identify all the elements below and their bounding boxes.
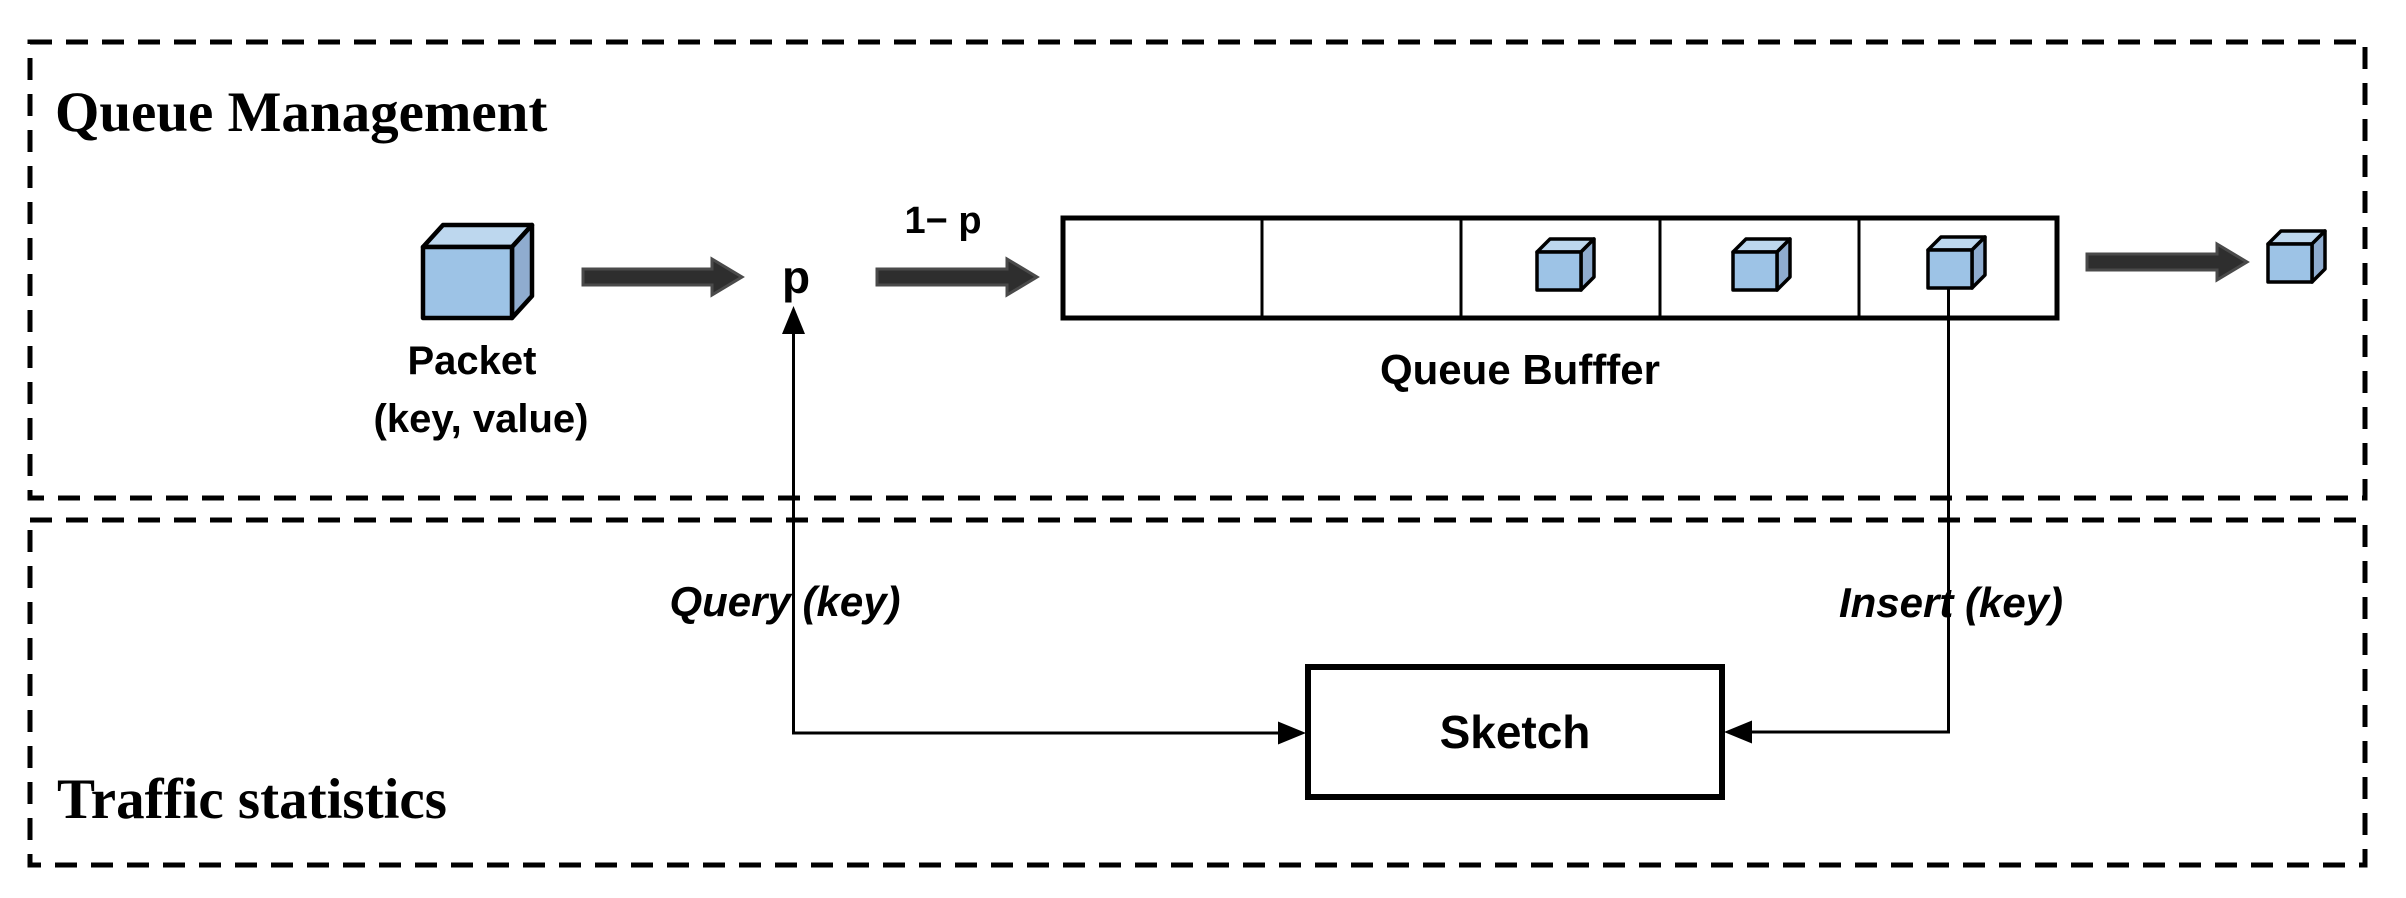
- packet-sublabel: (key, value): [374, 397, 589, 441]
- queue-management-box: [27, 39, 2368, 501]
- arrowhead-right-icon: [1278, 721, 1306, 745]
- cube-front-face: [1535, 250, 1583, 292]
- p-probability-label: p: [782, 251, 810, 303]
- insert-connector: [1724, 288, 1950, 744]
- buffered-packet-cube-icon: [1926, 235, 1987, 290]
- buffered-packet-cube-icon: [1731, 237, 1792, 292]
- buffered-packet-cube-icon: [1535, 237, 1596, 292]
- cube-front-face: [1731, 250, 1779, 292]
- sketch-box: [1305, 664, 1725, 800]
- cube-front-face: [1926, 248, 1974, 290]
- packet-cube-icon: [420, 222, 535, 321]
- buffer-dequeue-arrow: [2085, 241, 2250, 283]
- cube-front-face: [2266, 242, 2314, 284]
- dequeued-packet-cube-icon: [2266, 229, 2327, 284]
- queue-buffer: [1060, 215, 2060, 321]
- query-key-label: Query (key): [669, 578, 900, 626]
- packet-label: Packet: [408, 339, 537, 383]
- traffic-statistics-box: [27, 517, 2368, 868]
- sketch-label: Sketch: [1440, 706, 1591, 758]
- arrowhead-left-icon: [1724, 720, 1752, 744]
- packet-to-p-arrow: [581, 256, 745, 298]
- queue-buffer-label: Queue Bufffer: [1380, 346, 1660, 393]
- query-connector: [782, 306, 1306, 745]
- queue-management-title: Queue Management: [55, 81, 547, 144]
- packet-cube-front-face: [420, 244, 515, 321]
- insert-key-label: Insert (key): [1839, 579, 2063, 626]
- p-to-buffer-arrow: [875, 256, 1040, 298]
- arrowhead-up-icon: [782, 306, 805, 334]
- one-minus-p-probability-label: 1− p: [904, 200, 981, 242]
- traffic-statistics-title: Traffic statistics: [57, 768, 447, 831]
